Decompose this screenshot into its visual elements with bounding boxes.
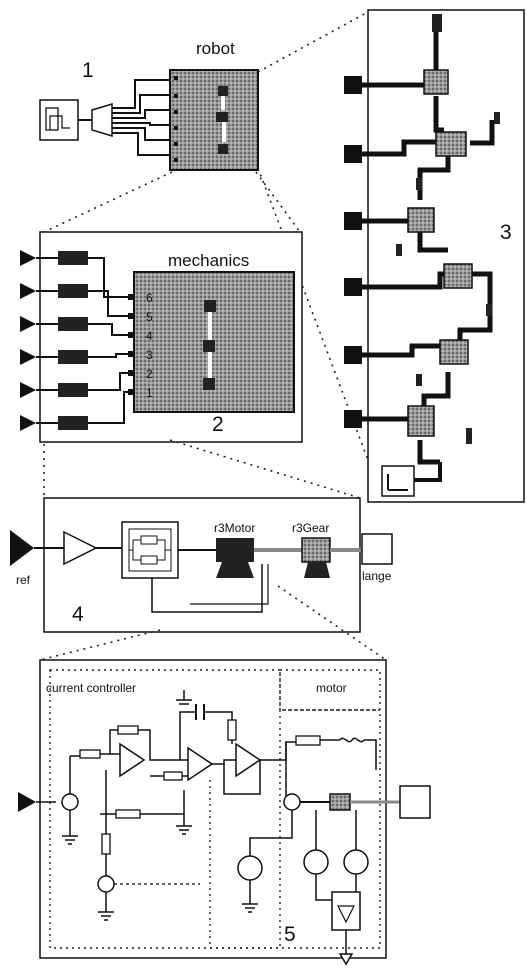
joint-3[interactable] xyxy=(408,208,434,232)
gear-block[interactable] xyxy=(302,538,330,562)
panel-number-5: 5 xyxy=(284,924,296,945)
joint-4[interactable] xyxy=(444,264,472,288)
joint-5[interactable] xyxy=(440,340,468,364)
axis-number: 2 xyxy=(146,368,153,380)
speed-sensor[interactable] xyxy=(344,850,368,874)
panel-number-4: 4 xyxy=(72,604,84,625)
world-frame-block[interactable] xyxy=(382,466,414,496)
zoom-lines-2-4 xyxy=(44,440,360,498)
panel-number-2: 2 xyxy=(212,414,224,435)
flange-3[interactable] xyxy=(344,212,362,230)
panel-number-1: 1 xyxy=(82,60,94,81)
signal-voltage-source[interactable] xyxy=(62,794,78,810)
angle-sensor[interactable] xyxy=(304,850,328,874)
panel-4-axis xyxy=(10,498,392,632)
panel-2-mechanics xyxy=(20,232,302,442)
r3gear-label: r3Gear xyxy=(292,522,329,534)
axis-input-port[interactable] xyxy=(20,382,36,398)
current-ref-input-icon[interactable] xyxy=(18,792,36,812)
current-sensor-source[interactable] xyxy=(98,876,114,892)
axis-number: 1 xyxy=(146,387,153,399)
flange-output-block[interactable] xyxy=(362,534,392,564)
axis-number: 5 xyxy=(146,311,153,323)
bus-splitter-block[interactable] xyxy=(92,104,112,136)
motor-resistor[interactable] xyxy=(296,736,320,745)
axis-drive-block[interactable] xyxy=(58,383,88,397)
voltage-sensor[interactable] xyxy=(238,856,262,880)
motor-flange-block[interactable] xyxy=(400,786,430,818)
panel-1-robot-level xyxy=(40,70,258,170)
axis-input-port[interactable] xyxy=(20,250,36,266)
axis-input-port[interactable] xyxy=(20,316,36,332)
body-icon xyxy=(432,14,442,32)
joint-1[interactable] xyxy=(424,70,448,94)
axis-input-port[interactable] xyxy=(20,349,36,365)
axis-number: 4 xyxy=(146,330,153,342)
motor-label: motor xyxy=(316,682,347,694)
panel-5-circuit xyxy=(18,660,430,964)
axis-drive-block[interactable] xyxy=(58,416,88,430)
flange-5[interactable] xyxy=(344,346,362,364)
axis-drive-block[interactable] xyxy=(58,350,88,364)
axis-number: 6 xyxy=(146,292,153,304)
emf-source[interactable] xyxy=(284,794,300,810)
panel-3-multibody xyxy=(344,10,524,502)
flange-4[interactable] xyxy=(344,278,362,296)
motor-inertia-block[interactable] xyxy=(330,794,350,810)
current-controller-label: current controller xyxy=(46,682,136,694)
flange-2[interactable] xyxy=(344,145,362,163)
flange-1[interactable] xyxy=(344,76,362,94)
robot-title: robot xyxy=(196,40,235,57)
joint-6[interactable] xyxy=(408,406,434,436)
axis-input-port[interactable] xyxy=(20,283,36,299)
robot-block[interactable] xyxy=(170,70,258,170)
ref-label: ref xyxy=(16,574,30,586)
r3motor-label: r3Motor xyxy=(214,522,255,534)
motor-block[interactable] xyxy=(216,538,254,562)
sum-block[interactable] xyxy=(332,892,360,930)
ref-input-icon[interactable] xyxy=(10,530,34,566)
axis-drive-block[interactable] xyxy=(58,251,88,265)
mechanics-title: mechanics xyxy=(168,252,249,269)
flange-label: lange xyxy=(362,570,391,582)
axis-input-port[interactable] xyxy=(20,415,36,431)
axis-drive-block[interactable] xyxy=(58,317,88,331)
axis-drive-block[interactable] xyxy=(58,284,88,298)
flange-6[interactable] xyxy=(344,410,362,428)
panel-number-3: 3 xyxy=(500,222,512,243)
joint-2[interactable] xyxy=(436,132,466,156)
output-port-icon[interactable] xyxy=(340,954,352,964)
axis-number: 3 xyxy=(146,349,153,361)
